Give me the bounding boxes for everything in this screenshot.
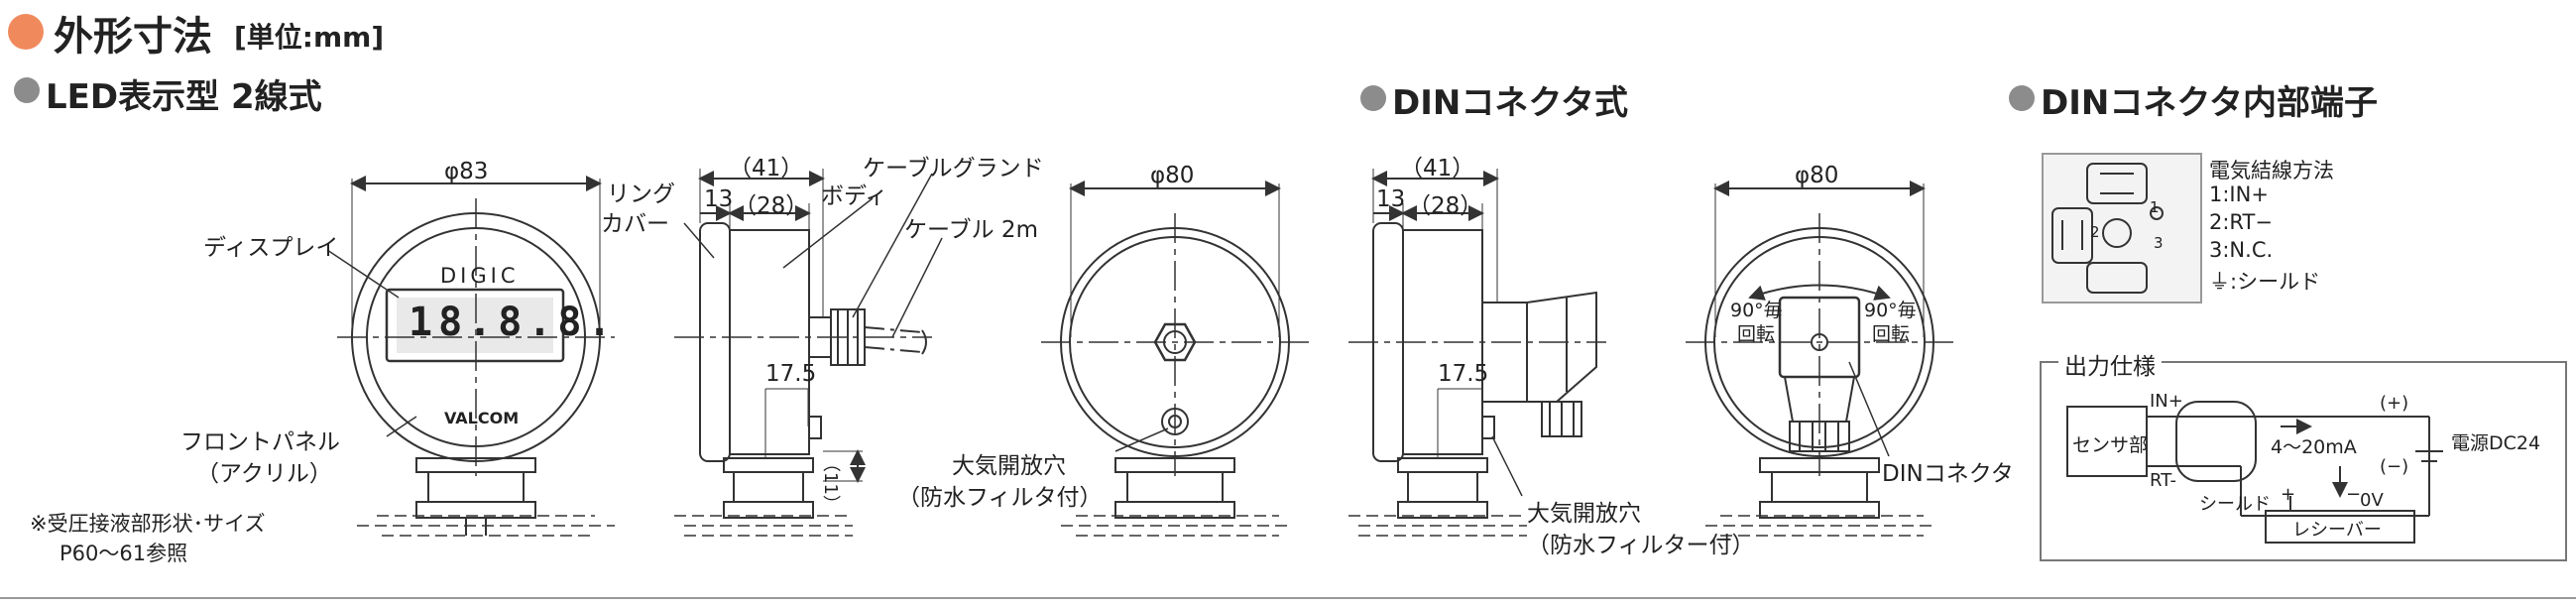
din-side-vent-1: 大気開放穴 [1527, 501, 1641, 527]
rotate-left-1: 90°毎 [1730, 300, 1783, 321]
ring-cover-label-2: カバー [601, 211, 669, 237]
din-side-view [1348, 169, 1606, 537]
note-line-2: P60～61参照 [59, 542, 188, 565]
cable-gland-label: ケーブルグランド [863, 156, 1044, 182]
pin-1: 1 [2150, 198, 2160, 216]
rotate-right-1: 90°毎 [1864, 300, 1917, 321]
title-dot [8, 14, 44, 50]
section-dot-led [14, 77, 40, 103]
pin-2: 2 [2090, 223, 2100, 241]
din-connector-label: DINコネクタ [1882, 461, 2014, 487]
rotate-left-2: 回転 [1737, 323, 1776, 345]
output-title: 出力仕様 [2058, 347, 2162, 381]
bottom-divider [0, 597, 2576, 599]
body-label: ボディ [821, 183, 888, 209]
section-dot-din [1360, 85, 1386, 111]
terminal-title: 電気結線方法 [2209, 159, 2334, 182]
led-side-view [674, 169, 943, 537]
section-title-led: LED表示型 2線式 [46, 77, 322, 117]
rotate-right-2: 回転 [1872, 323, 1911, 345]
logo-label: VALCOM [444, 409, 520, 427]
receiver-minus: − [2346, 484, 2362, 505]
note-line-1: ※受圧接液部形状･サイズ [30, 512, 266, 536]
terminal-line-2: 2:RT− [2209, 210, 2273, 234]
cable-label: ケーブル 2m [904, 217, 1038, 243]
dim-11-led: （11） [820, 454, 841, 513]
rt-minus-label: RT- [2150, 470, 2177, 491]
dim-28-din: （28） [1408, 193, 1483, 219]
receiver-plus: + [2281, 484, 2296, 505]
section-title-terminal: DINコネクタ内部端子 [2041, 83, 2378, 123]
dim-17-5-led: 17.5 [765, 361, 817, 387]
shield-label: シールド [2199, 494, 2271, 515]
section-title-din: DINコネクタ式 [1392, 83, 1628, 123]
dim-13-din: 13 [1376, 186, 1406, 212]
terminal-line-3: 3:N.C. [2209, 238, 2274, 262]
sensor-label: センサ部 [2072, 434, 2149, 456]
din-front-vent-2: （防水フィルタ付） [897, 485, 1103, 511]
terminal-diagram [2042, 153, 2202, 304]
acrylic-label: （アクリル） [196, 461, 332, 487]
dim-41-led: （41） [729, 156, 804, 182]
page-title: 外形寸法 [54, 14, 212, 60]
zero-v-label: 0V [2360, 490, 2384, 511]
in-plus-label: IN+ [2150, 391, 2183, 412]
section-dot-terminal [2009, 85, 2035, 111]
dim-28-led: （28） [734, 193, 809, 219]
led-front-view [326, 176, 615, 537]
din-front-diameter: φ80 [1150, 163, 1195, 188]
dim-41-din: （41） [1400, 156, 1475, 182]
ring-cover-label-1: リング [607, 182, 675, 207]
dim-13-led: 13 [704, 186, 734, 212]
pin-3: 3 [2154, 234, 2164, 252]
minus-terminal-label: (−) [2380, 456, 2409, 477]
unit-label: [単位:mm] [234, 21, 385, 54]
power-label: 電源DC24 [2451, 432, 2541, 454]
plus-terminal-label: (+) [2380, 393, 2409, 414]
receiver-label: レシーバー [2292, 520, 2382, 541]
led-diameter-label: φ83 [444, 159, 489, 184]
front-panel-label: フロントパネル [180, 429, 340, 455]
display-label: ディスプレイ [203, 235, 339, 261]
din-front-vent-1: 大気開放穴 [952, 453, 1066, 479]
digit-display: 18.8.8. [409, 300, 618, 345]
dim-17-5-din: 17.5 [1438, 361, 1489, 387]
current-label: 4〜20mA [2271, 436, 2357, 458]
output-diagram [2040, 361, 2567, 561]
terminal-line-4: ⏚:シールド [2209, 270, 2321, 294]
din-rear-diameter: φ80 [1795, 163, 1839, 188]
din-rear-view [1686, 181, 1953, 537]
din-front-view [1041, 181, 1309, 537]
terminal-line-1: 1:IN+ [2209, 182, 2269, 206]
brand-label: DIGIC [440, 264, 520, 288]
din-side-vent-2: （防水フィルター付） [1527, 533, 1755, 558]
